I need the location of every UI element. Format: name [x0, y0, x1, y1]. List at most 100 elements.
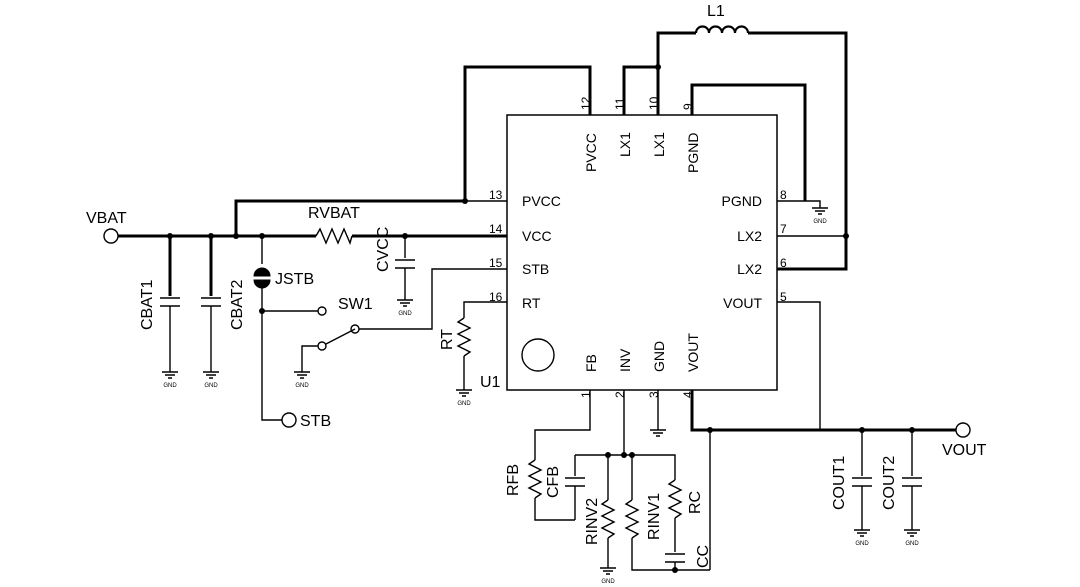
pin-12-name: PVCC — [583, 133, 599, 172]
pin-3-name: GND — [651, 341, 667, 372]
pin-2-num: 2 — [613, 391, 627, 398]
resistor-rvbat — [315, 227, 353, 246]
gnd-symbol-pin3 — [650, 429, 666, 437]
gnd-symbol-cbat2: GND — [203, 371, 219, 389]
capacitor-cout1 — [852, 477, 872, 487]
rinv1-wire-bottom — [631, 538, 710, 571]
inductor-l1 — [694, 25, 750, 34]
pin-2-name: INV — [617, 348, 633, 372]
gnd-symbol-cout2: GND — [904, 529, 920, 547]
svg-text:GND: GND — [813, 219, 827, 225]
rinv2-label: RINV2 — [584, 498, 601, 545]
gnd-symbol-cvcc: GND — [397, 299, 413, 317]
wire-lx1-inductor — [656, 31, 696, 115]
cfb-label: CFB — [545, 466, 562, 498]
gnd-symbol-rt: GND — [456, 389, 472, 407]
resistor-rfb — [527, 459, 543, 499]
cout1-label: COUT1 — [831, 456, 848, 510]
vout-label: VOUT — [942, 442, 987, 459]
pin-6-num: 6 — [780, 256, 787, 270]
wire-vout-pin5 — [777, 301, 821, 430]
capacitor-cvcc — [395, 259, 415, 269]
rt-wire-top — [463, 301, 507, 318]
ic-ref-label: U1 — [480, 374, 501, 391]
pin-13-num: 13 — [489, 188, 503, 202]
jumper-jstb — [253, 267, 271, 289]
pin-15-num: 15 — [489, 256, 503, 270]
resistor-rt — [456, 317, 472, 357]
stb-port-label: STB — [300, 413, 331, 430]
cc-label: CC — [695, 545, 712, 568]
resistor-rinv1 — [624, 499, 640, 539]
pin-4-name: VOUT — [685, 333, 701, 372]
pin-11-name: LX1 — [617, 132, 633, 157]
gnd-symbol-pgnd: GND — [812, 207, 828, 225]
pin-10-name: LX1 — [651, 132, 667, 157]
pin-8-num: 8 — [780, 188, 787, 202]
wire-pin8 — [777, 200, 821, 208]
ic-pin1-marker — [521, 338, 555, 372]
sw1-contact-top — [317, 306, 327, 316]
pin-7-num: 7 — [780, 222, 787, 236]
sw1-blade — [325, 328, 356, 345]
svg-text:GND: GND — [457, 401, 471, 407]
vout-terminal — [955, 422, 971, 438]
pin-16-name: RT — [522, 295, 541, 311]
pin-7-name: LX2 — [737, 228, 762, 244]
svg-text:GND: GND — [295, 383, 309, 389]
capacitor-cc — [665, 553, 685, 563]
cvcc-label: CVCC — [375, 227, 392, 272]
svg-text:GND: GND — [204, 383, 218, 389]
pin-3-num: 3 — [647, 391, 661, 398]
pin-1-name: FB — [583, 354, 599, 372]
rc-label: RC — [687, 491, 704, 514]
wire-vout-bus — [690, 390, 956, 432]
rfb-wire-bottom — [534, 498, 575, 521]
stb-terminal — [281, 412, 297, 428]
pin-1-num: 1 — [579, 391, 593, 398]
wire-lx2-loop — [748, 31, 848, 271]
gnd-symbol-sw1: GND — [294, 371, 310, 389]
pin-5-num: 5 — [780, 290, 787, 304]
pin-8-name: PGND — [722, 193, 762, 209]
sw1-contact-bottom — [317, 341, 327, 351]
sw1-label: SW1 — [338, 296, 373, 313]
cbat2-label: CBAT2 — [229, 280, 246, 330]
capacitor-cfb — [565, 477, 585, 487]
pin-5-name: VOUT — [723, 295, 762, 311]
cbat1-label: CBAT1 — [139, 280, 156, 330]
svg-text:GND: GND — [601, 579, 615, 585]
pin-16-num: 16 — [489, 290, 503, 304]
rinv1-label: RINV1 — [646, 493, 663, 540]
svg-text:GND: GND — [163, 383, 177, 389]
rvbat-label: RVBAT — [308, 205, 360, 222]
wire-fb — [534, 390, 591, 460]
wire-lx1-pin11 — [622, 65, 658, 115]
pin-15-name: STB — [522, 261, 549, 277]
capacitor-cbat2 — [201, 297, 221, 307]
gnd-symbol-cbat1: GND — [162, 371, 178, 389]
sw1-wire-gnd — [301, 345, 318, 372]
wire-pgnd-top — [690, 83, 807, 201]
svg-text:GND: GND — [855, 541, 869, 547]
vbat-terminal — [103, 228, 119, 244]
pin-4-num: 4 — [681, 391, 695, 398]
l1-label: L1 — [707, 3, 725, 20]
wire-pvcc-top — [463, 65, 592, 201]
pin-9-num: 9 — [681, 103, 695, 110]
pin-9-name: PGND — [685, 133, 701, 173]
resistor-rc — [667, 479, 683, 519]
gnd-symbol-rinv2: GND — [600, 567, 616, 585]
capacitor-cbat1 — [160, 297, 180, 307]
svg-text:GND: GND — [905, 541, 919, 547]
sw1-wire-stb — [359, 268, 507, 330]
pin-14-num: 14 — [489, 222, 503, 236]
svg-text:GND: GND — [398, 311, 412, 317]
rt-label: RT — [439, 329, 456, 350]
vbat-label: VBAT — [86, 210, 127, 227]
pin-14-name: VCC — [522, 228, 552, 244]
jstb-wire-bottom — [261, 288, 282, 421]
cout2-label: COUT2 — [881, 456, 898, 510]
wire-inv-node — [575, 454, 676, 480]
